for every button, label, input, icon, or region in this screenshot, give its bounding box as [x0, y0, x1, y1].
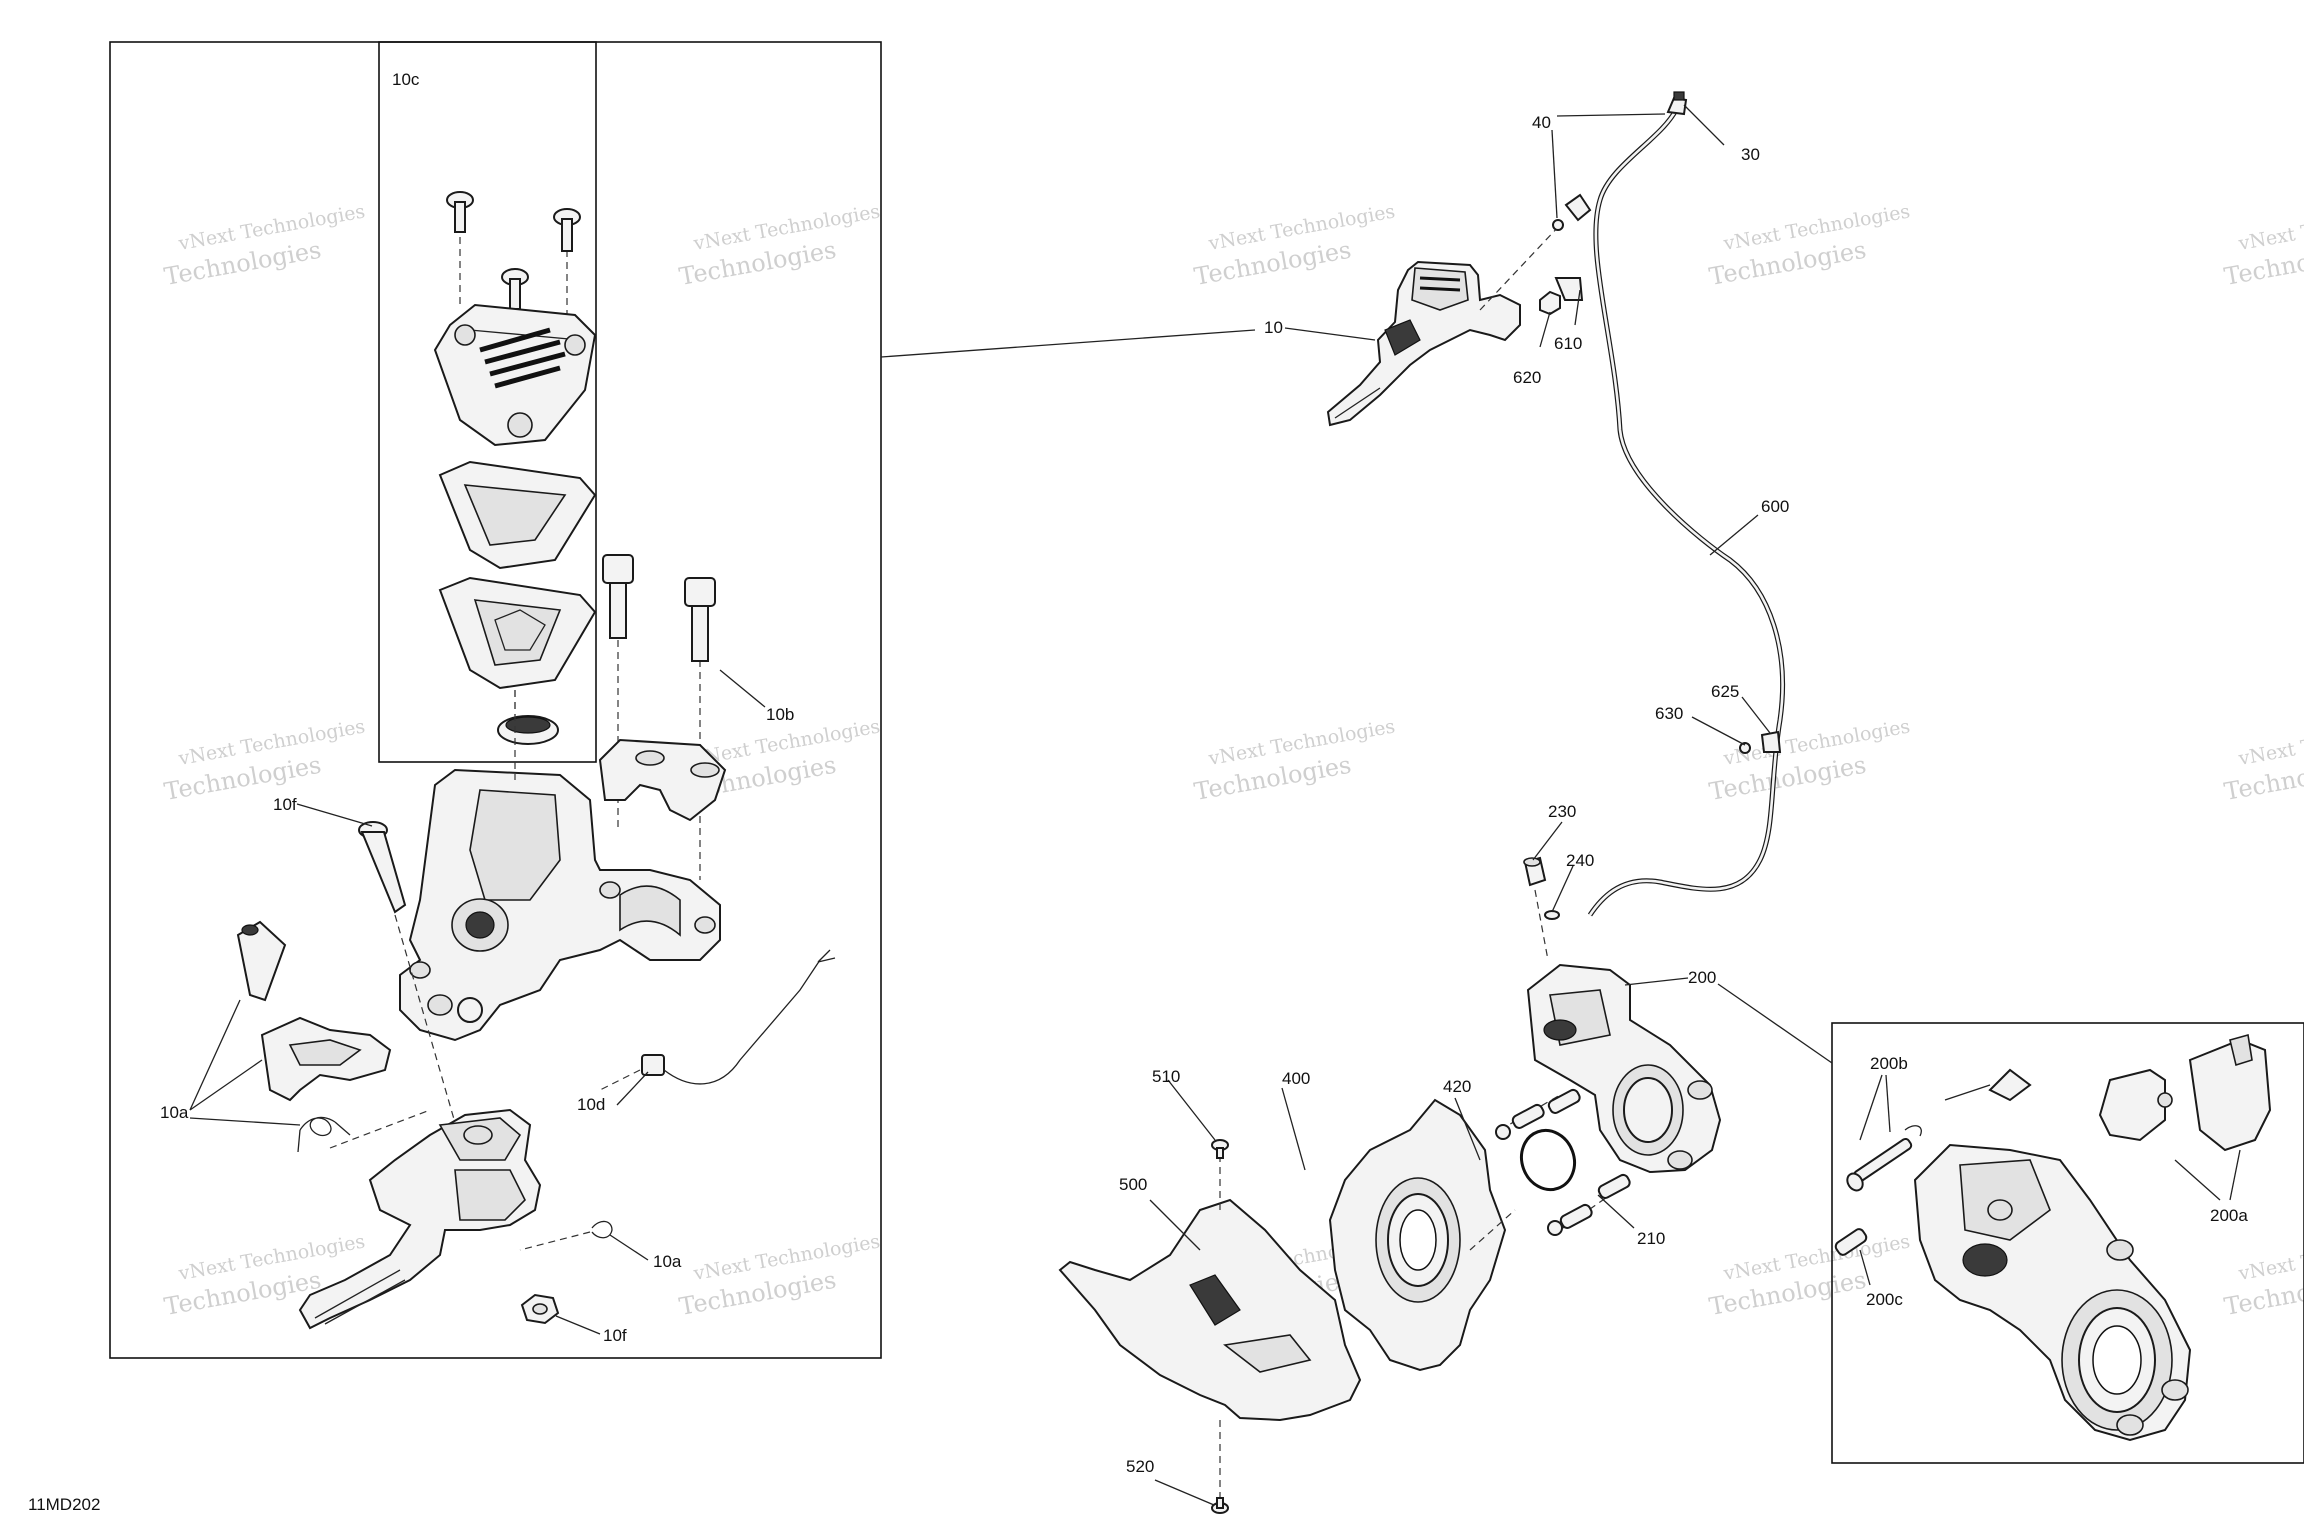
callout-240: 240: [1566, 851, 1594, 870]
svg-text:vNext Technologies: vNext Technologies: [2236, 1230, 2304, 1285]
caliper-detail-frame: [1831, 1022, 2304, 1464]
screw-520: [1211, 1497, 1229, 1514]
brake-lever-assembly: [298, 1108, 542, 1330]
brake-caliper-200: [1526, 963, 1722, 1174]
watermark: vNext Technologies Technologies: [677, 1230, 882, 1320]
reservoir-diaphragm: [438, 576, 597, 690]
callout-40: 40: [1532, 113, 1551, 132]
watermark: vNext Technologies Technologies: [162, 200, 367, 290]
callout-230: 230: [1548, 802, 1576, 821]
master-cylinder-body: [399, 768, 721, 1042]
screw: [446, 191, 474, 233]
leader-lines-left: [189, 669, 766, 1335]
reservoir-cover: [433, 303, 597, 447]
hex-screw-10a: [236, 920, 287, 1002]
callout-630: 630: [1655, 704, 1683, 723]
svg-text:vNext Technologies: vNext Technologies: [2236, 200, 2304, 255]
callout-600: 600: [1761, 497, 1789, 516]
leader-lines-right: [1149, 104, 2241, 1506]
callout-200b: 200b: [1870, 1054, 1908, 1073]
callout-30: 30: [1741, 145, 1760, 164]
pad-spring-200b: [1944, 1068, 2032, 1102]
callout-10c: 10c: [392, 70, 420, 89]
hose-fitting-30: [1666, 91, 1688, 116]
callout-620: 620: [1513, 368, 1541, 387]
watermark: vNext Technologies Technologies: [1192, 200, 1397, 290]
watermark: vNext Technologies Technologies: [2222, 1230, 2304, 1320]
callout-200a: 200a: [2210, 1206, 2248, 1225]
detail-link-line: [880, 329, 1256, 358]
caliper-detail: [1834, 1033, 2272, 1442]
handlebar-clamp: [598, 738, 727, 822]
clamp-bolts: [602, 554, 716, 880]
master-cylinder-10: [1326, 260, 1521, 427]
callout-610: 610: [1554, 334, 1582, 353]
reservoir-cap-seal: [497, 690, 559, 745]
brake-disc-400: [1328, 1098, 1516, 1372]
callout-400: 400: [1282, 1069, 1310, 1088]
diagram-id: 11MD202: [28, 1495, 100, 1514]
callout-10a-clip: 10a: [653, 1252, 682, 1271]
watermark: vNext Technologies Technologies: [1192, 715, 1397, 805]
screw: [553, 208, 581, 252]
callout-10: 10: [1264, 318, 1283, 337]
reservoir-detail-frame: [378, 41, 597, 763]
watermark: vNext Technologies Technologies: [162, 715, 367, 805]
disc-guard-500: [1058, 1155, 1362, 1500]
clamp-bolt: [602, 554, 634, 639]
watermark: vNext Technologies Technologies: [677, 200, 882, 290]
callout-10b: 10b: [766, 705, 794, 724]
clamp-bolt: [684, 577, 716, 662]
lever-bracket-10a: [260, 1016, 392, 1102]
return-spring-10a: [297, 1109, 431, 1153]
nut-10f: [520, 1293, 560, 1325]
callout-10f-nut: 10f: [603, 1326, 627, 1345]
brake-switch-10d: [599, 949, 836, 1091]
callout-210: 210: [1637, 1229, 1665, 1248]
callout-10f-pivot: 10f: [273, 795, 297, 814]
pins-200b: [1846, 1125, 1922, 1192]
callout-200c: 200c: [1866, 1290, 1903, 1309]
watermark: vNext Technologies Technologies: [2222, 715, 2304, 805]
caliper-body-detail: [1913, 1143, 2192, 1442]
svg-text:vNext Technologies: vNext Technologies: [2236, 715, 2304, 770]
banjo-fitting-40: [1479, 193, 1592, 311]
e-clip-10a: [519, 1220, 613, 1251]
callout-625: 625: [1711, 682, 1739, 701]
hose-clip-610: [1554, 277, 1584, 301]
callout-520: 520: [1126, 1457, 1154, 1476]
watermark: vNext Technologies Technologies: [1707, 200, 1912, 290]
reservoir-diaphragm-plate: [438, 460, 597, 570]
hose-guide-625-630: [1739, 730, 1782, 754]
screw-510: [1211, 1139, 1229, 1159]
pivot-bolt-10f: [358, 821, 461, 1141]
callout-10d: 10d: [577, 1095, 605, 1114]
cover-text-marking: [479, 327, 566, 389]
bleeder-200c: [1834, 1228, 1868, 1256]
bracket-200a: [2098, 1033, 2272, 1152]
pins-210: [1495, 1088, 1631, 1236]
callout-510: 510: [1152, 1067, 1180, 1086]
callout-500: 500: [1119, 1175, 1147, 1194]
callout-10a-bracket: 10a: [160, 1103, 189, 1122]
callout-200: 200: [1688, 968, 1716, 987]
watermark: vNext Technologies Technologies: [2222, 200, 2304, 290]
screw: [501, 268, 529, 310]
watermark: vNext Technologies Technologies: [1707, 715, 1912, 805]
o-ring-420: [1520, 1128, 1576, 1192]
nut-620: [1539, 290, 1561, 316]
brake-hose-600: [1587, 108, 1785, 917]
callout-420: 420: [1443, 1077, 1471, 1096]
